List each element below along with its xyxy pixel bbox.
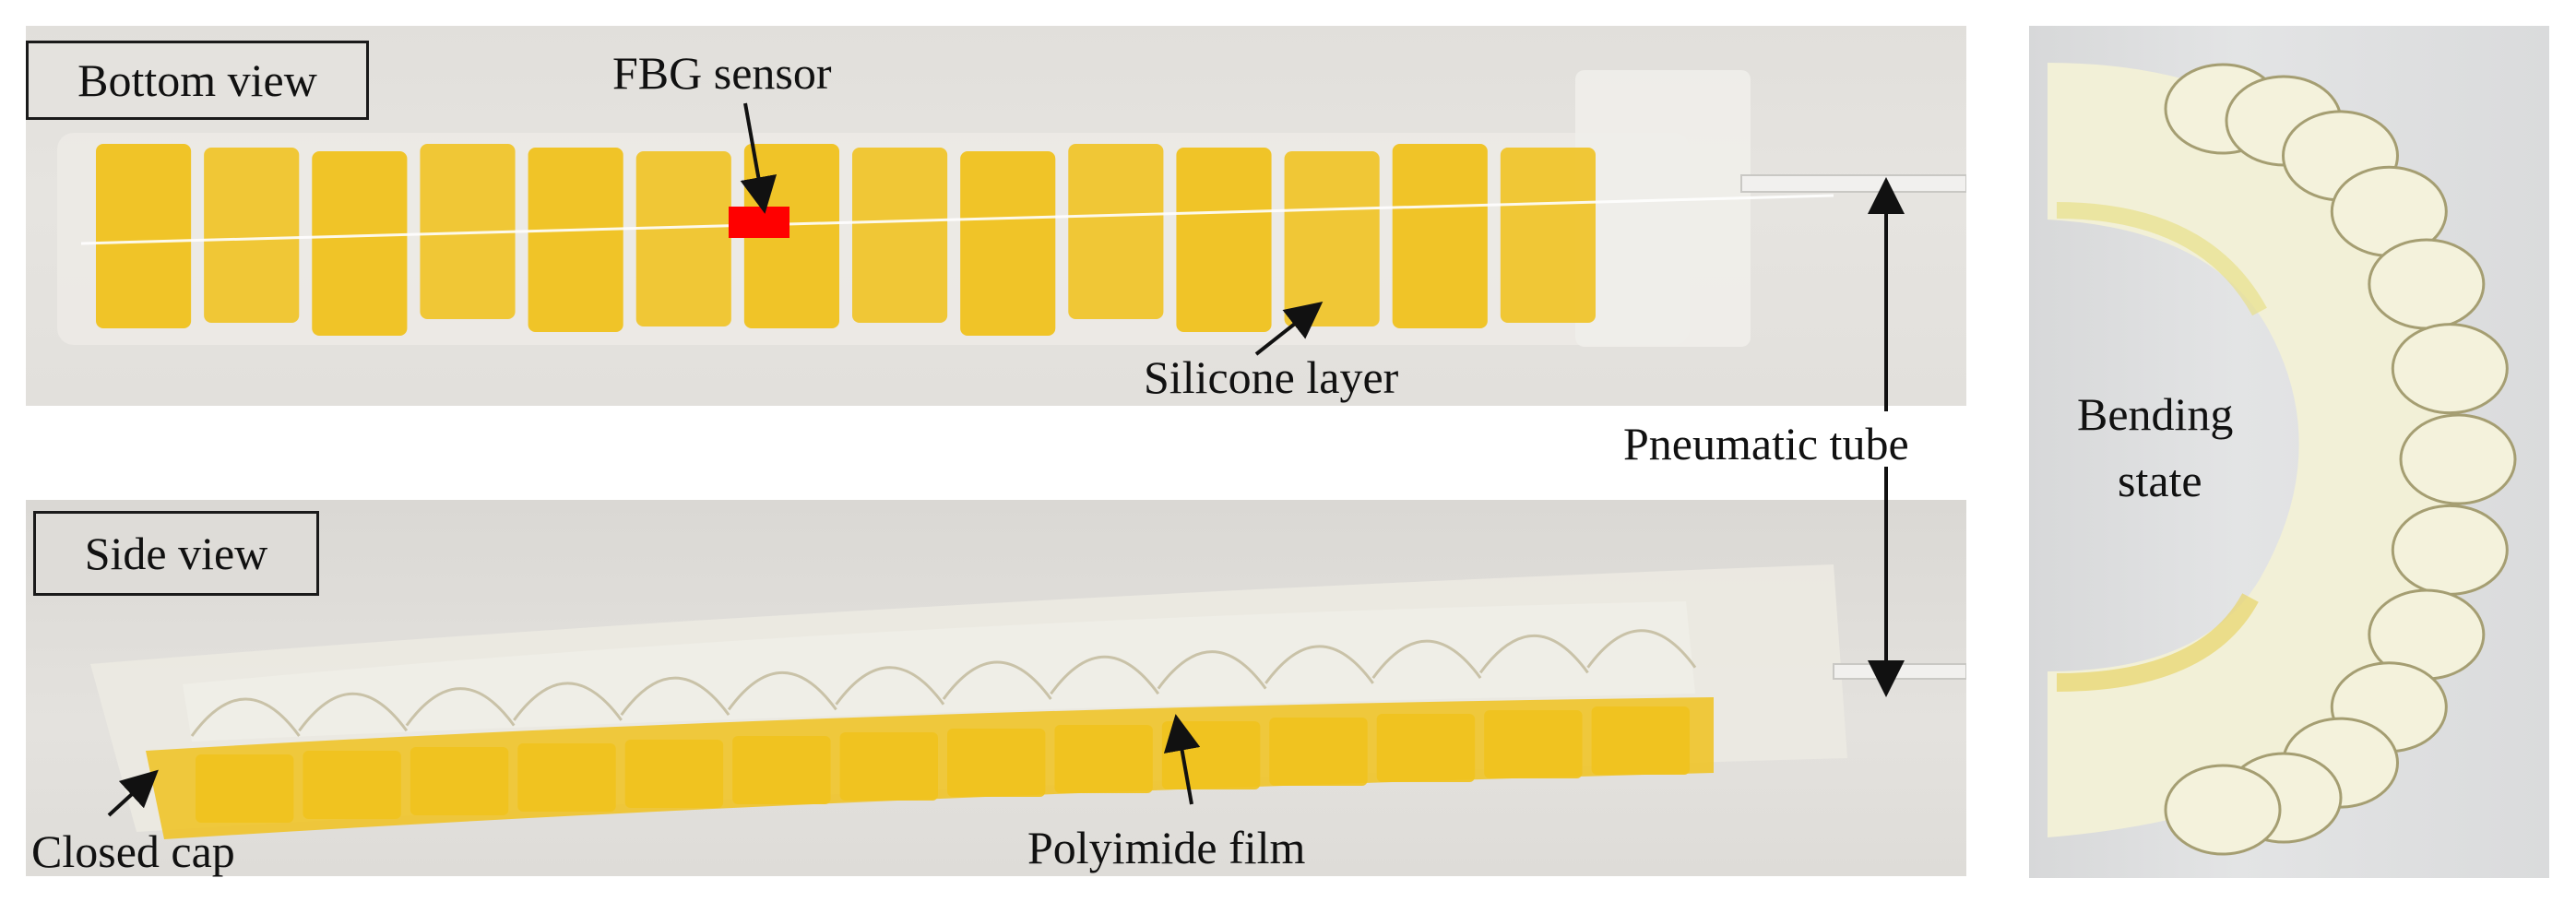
bottom-chamber	[1500, 148, 1596, 323]
bottom-chamber	[1284, 151, 1380, 326]
bending-state-photo	[2029, 26, 2549, 878]
side-chamber	[1484, 710, 1583, 778]
fbg-sensor-label: FBG sensor	[612, 47, 832, 99]
bottom-view-text: Bottom view	[77, 54, 317, 106]
side-chamber-arch	[1586, 629, 1697, 669]
side-chamber	[196, 754, 294, 823]
fbg-sensor-arrow	[740, 102, 778, 214]
closed-cap-arrow	[107, 769, 159, 817]
side-view-photo	[26, 500, 1966, 876]
side-chamber	[1269, 718, 1368, 786]
bottom-view-actuator	[57, 70, 1966, 347]
bottom-chamber	[528, 148, 623, 332]
side-chamber-arch	[298, 692, 409, 732]
side-chamber	[839, 732, 938, 801]
bottom-chamber	[635, 151, 731, 326]
bottom-chamber	[312, 151, 408, 336]
bottom-chamber	[1068, 144, 1164, 319]
fbg-sensor-marker	[729, 207, 789, 238]
side-chamber	[1591, 706, 1690, 775]
side-chamber-arch	[1157, 650, 1267, 690]
side-chamber	[410, 747, 509, 815]
pneumatic-tube-label: Pneumatic tube	[1623, 418, 1909, 469]
bending-state-label-line2: state	[2118, 455, 2202, 506]
closed-cap-label: Closed cap	[31, 825, 235, 877]
side-chamber-arch	[1478, 634, 1589, 674]
bottom-chamber	[1392, 144, 1488, 328]
bottom-chamber	[852, 148, 948, 323]
silicone-layer-label: Silicone layer	[1144, 351, 1399, 403]
side-view-label: Side view	[33, 511, 319, 596]
bottom-view-label: Bottom view	[26, 41, 369, 120]
bend-segment	[2391, 323, 2509, 415]
bend-segment	[2399, 413, 2517, 505]
side-chamber	[1054, 725, 1153, 793]
side-chamber	[624, 740, 724, 808]
side-chamber-arch	[1371, 639, 1482, 680]
bottom-chamber	[204, 148, 300, 323]
side-chamber-arch	[1264, 645, 1374, 684]
side-chamber	[517, 743, 616, 812]
side-chamber-arch	[620, 676, 730, 717]
side-chamber-arch	[405, 687, 516, 727]
bottom-chamber	[96, 144, 192, 328]
polyimide-film-arrow	[1163, 714, 1201, 805]
side-chamber	[303, 751, 401, 819]
silicone-layer-arrow	[1254, 302, 1324, 356]
side-chamber-arch	[835, 666, 945, 706]
side-view-actuator	[90, 564, 1966, 839]
bending-state-label-line1: Bending	[2077, 388, 2234, 440]
side-chamber-arch	[942, 660, 1052, 700]
bottom-chamber	[1176, 148, 1272, 332]
side-chamber-arch	[1050, 655, 1160, 695]
side-chamber	[732, 736, 831, 804]
bottom-chamber	[960, 151, 1056, 336]
side-chamber	[1376, 714, 1476, 782]
side-chamber-arch	[727, 671, 837, 711]
side-chamber	[947, 729, 1046, 797]
polyimide-film-label: Polyimide film	[1027, 822, 1306, 873]
side-view-text: Side view	[84, 528, 268, 579]
bent-actuator	[2048, 63, 2517, 856]
side-chamber-arch	[513, 682, 623, 721]
bottom-chamber	[420, 144, 516, 319]
bottom-view-photo	[26, 26, 1966, 406]
bend-segment	[2164, 764, 2282, 856]
side-chamber-arch	[190, 697, 301, 737]
